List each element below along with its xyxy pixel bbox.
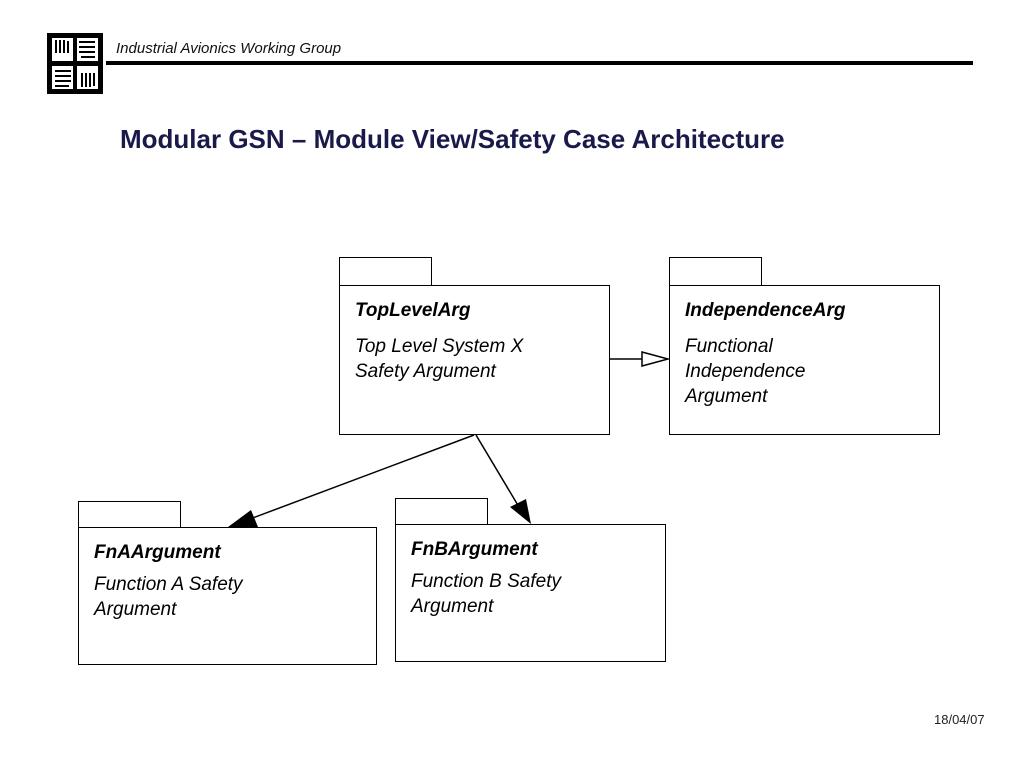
module-name: FnAArgument [94,542,221,563]
module-description: Function B Safety Argument [411,571,561,617]
module-fna-argument: FnAArgument Function A Safety Argument [78,527,377,665]
module-description: Functional Independence Argument [685,336,806,407]
connector-top-to-fna [249,434,475,520]
org-name: Industrial Avionics Working Group [116,40,342,57]
hands-logo-icon [47,33,103,94]
module-tab-independence [669,257,762,286]
module-name: FnBArgument [411,539,538,560]
filled-arrowhead-fna [228,510,258,527]
module-name: IndependenceArg [685,300,846,321]
module-tab-top [339,257,432,286]
connector-top-to-fnb [475,434,520,508]
module-description: Function A Safety Argument [94,574,243,620]
module-name: TopLevelArg [355,300,471,321]
footer-date: 18/04/07 [934,712,985,727]
module-description: Top Level System X Safety Argument [355,336,524,382]
module-fnb-argument: FnBArgument Function B Safety Argument [395,524,666,662]
module-independence-arg: IndependenceArg Functional Independence … [669,285,940,435]
filled-arrowhead-fnb [510,499,531,524]
module-tab-fna [78,501,181,529]
hollow-arrowhead [641,351,671,367]
page-title: Modular GSN – Module View/Safety Case Ar… [120,124,785,154]
header-rule [106,61,973,65]
module-tab-fnb [395,498,488,526]
module-top-level-arg: TopLevelArg Top Level System X Safety Ar… [339,285,610,435]
